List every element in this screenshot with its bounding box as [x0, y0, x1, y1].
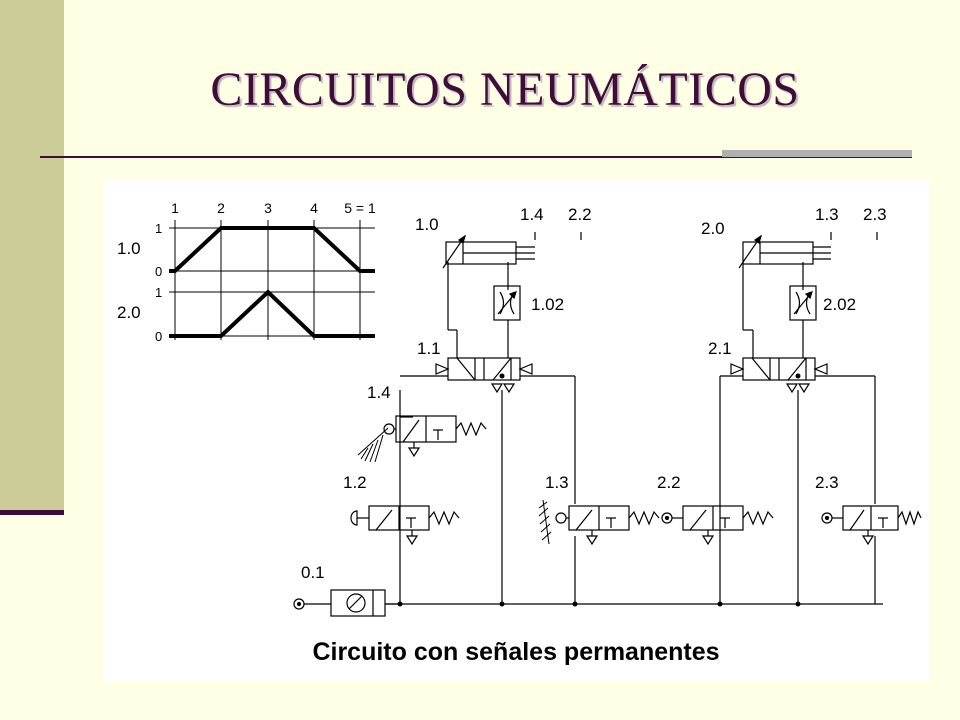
row-level: 1: [155, 221, 162, 236]
cylinder-2-trace: [169, 289, 375, 338]
signal-valve-2-2: [661, 505, 774, 546]
signal-valve-1-4: [357, 415, 487, 463]
flow-control-valve-1: [493, 285, 521, 321]
main-valve-1-1: [435, 357, 533, 394]
label-cylinder-1: 1.0: [415, 215, 439, 234]
label-valve-2-3: 2.3: [815, 473, 839, 492]
step-label: 5 = 1: [344, 200, 376, 216]
label-signal-2-3-top: 2.3: [863, 205, 887, 224]
signal-valve-1-2: [350, 505, 460, 546]
cylinder-1-trace: [169, 226, 375, 273]
label-main-valve-1: 1.1: [417, 339, 441, 358]
label-valve-1-4: 1.4: [367, 383, 391, 402]
diagram-caption: Circuito con señales permanentes: [312, 638, 720, 666]
sidebar-underline: [0, 510, 64, 515]
label-signal-1-4-top: 1.4: [520, 205, 544, 224]
label-service-unit: 0.1: [301, 563, 325, 582]
main-valve-2-1: [730, 357, 828, 394]
roller-cam-hatch: [357, 427, 389, 463]
row-label: 2.0: [117, 303, 141, 322]
slide-title: CIRCUITOS NEUMÁTICOS: [210, 63, 800, 116]
label-valve-1-3: 1.3: [545, 473, 569, 492]
signal-valve-2-3: [821, 505, 922, 546]
step-label: 3: [264, 200, 272, 216]
row-level: 1: [155, 285, 162, 300]
motion-diagram: 1 2 3 4 5 = 1 1.0 2.0 1 0 1 0: [117, 200, 376, 344]
flow-control-valve-2: [789, 285, 817, 321]
label-signal-2-2-top: 2.2: [568, 205, 592, 224]
diagram-panel: 1 2 3 4 5 = 1 1.0 2.0 1 0 1 0: [103, 180, 929, 682]
motion-grid: [169, 220, 375, 340]
step-label: 2: [217, 200, 225, 216]
sidebar-band: [0, 0, 64, 510]
label-main-valve-2: 2.1: [708, 339, 732, 358]
title-rule: [40, 156, 912, 158]
junction-dots: [397, 373, 801, 607]
label-flow-valve-1: 1.02: [531, 295, 564, 314]
signal-valve-1-3: [538, 499, 660, 546]
label-valve-1-2: 1.2: [343, 473, 367, 492]
label-valve-2-2: 2.2: [657, 473, 681, 492]
cylinder-2: [738, 234, 831, 269]
row-label: 1.0: [117, 239, 141, 258]
row-level: 0: [155, 329, 162, 344]
step-label: 4: [310, 200, 318, 216]
label-signal-1-3-top: 1.3: [815, 205, 839, 224]
roller-cam-hatch: [538, 499, 552, 545]
title-rule-accent: [722, 150, 912, 157]
limit-switch-marks: [534, 232, 878, 240]
cylinder-1: [442, 234, 535, 269]
service-unit: [293, 589, 400, 617]
label-cylinder-2: 2.0: [701, 219, 725, 238]
row-level: 0: [155, 264, 162, 279]
pneumatic-circuit-diagram: 1 2 3 4 5 = 1 1.0 2.0 1 0 1 0: [117, 200, 922, 617]
circuit-lines: [386, 262, 883, 605]
step-label: 1: [171, 200, 179, 216]
label-flow-valve-2: 2.02: [823, 295, 856, 314]
